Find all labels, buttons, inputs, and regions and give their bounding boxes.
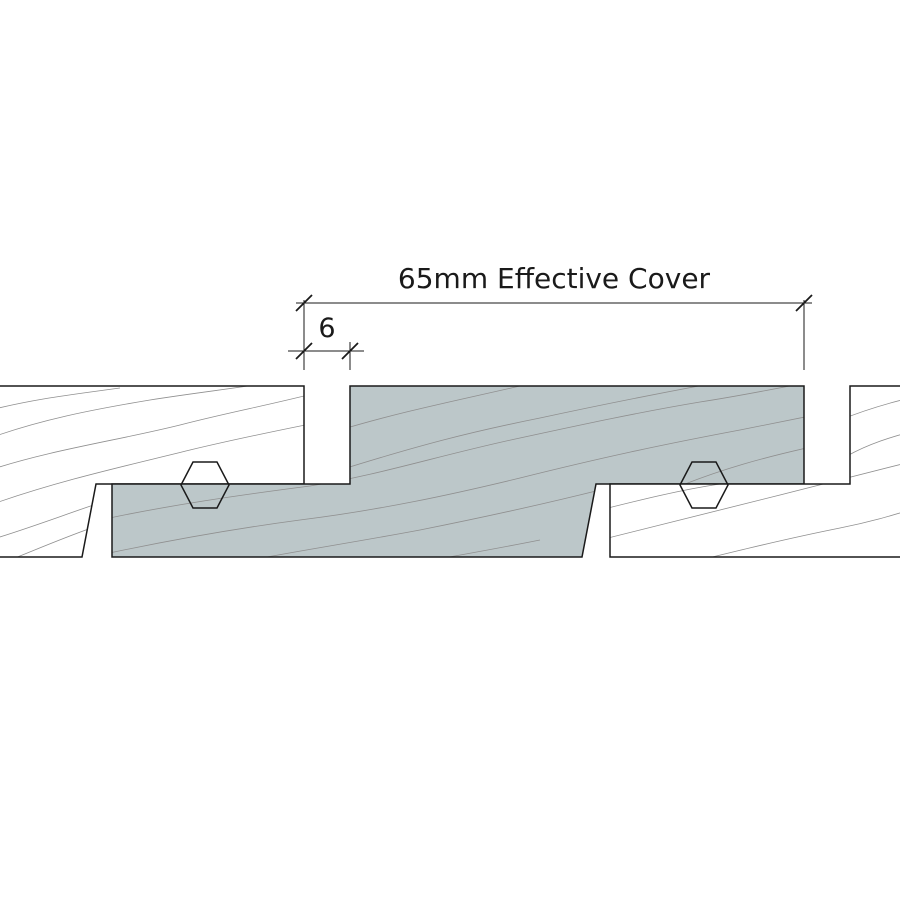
effective-cover-label: 65mm Effective Cover [398,262,711,295]
right-board [609,385,900,558]
hex-fixing [180,461,230,509]
hex-fixing [679,461,729,509]
gap-label: 6 [318,313,335,344]
effective-cover-dimension: 65mm Effective Cover [295,262,813,370]
left-board [0,385,305,558]
gap-dimension: 6 [288,313,364,370]
center-board-highlighted [111,385,805,558]
